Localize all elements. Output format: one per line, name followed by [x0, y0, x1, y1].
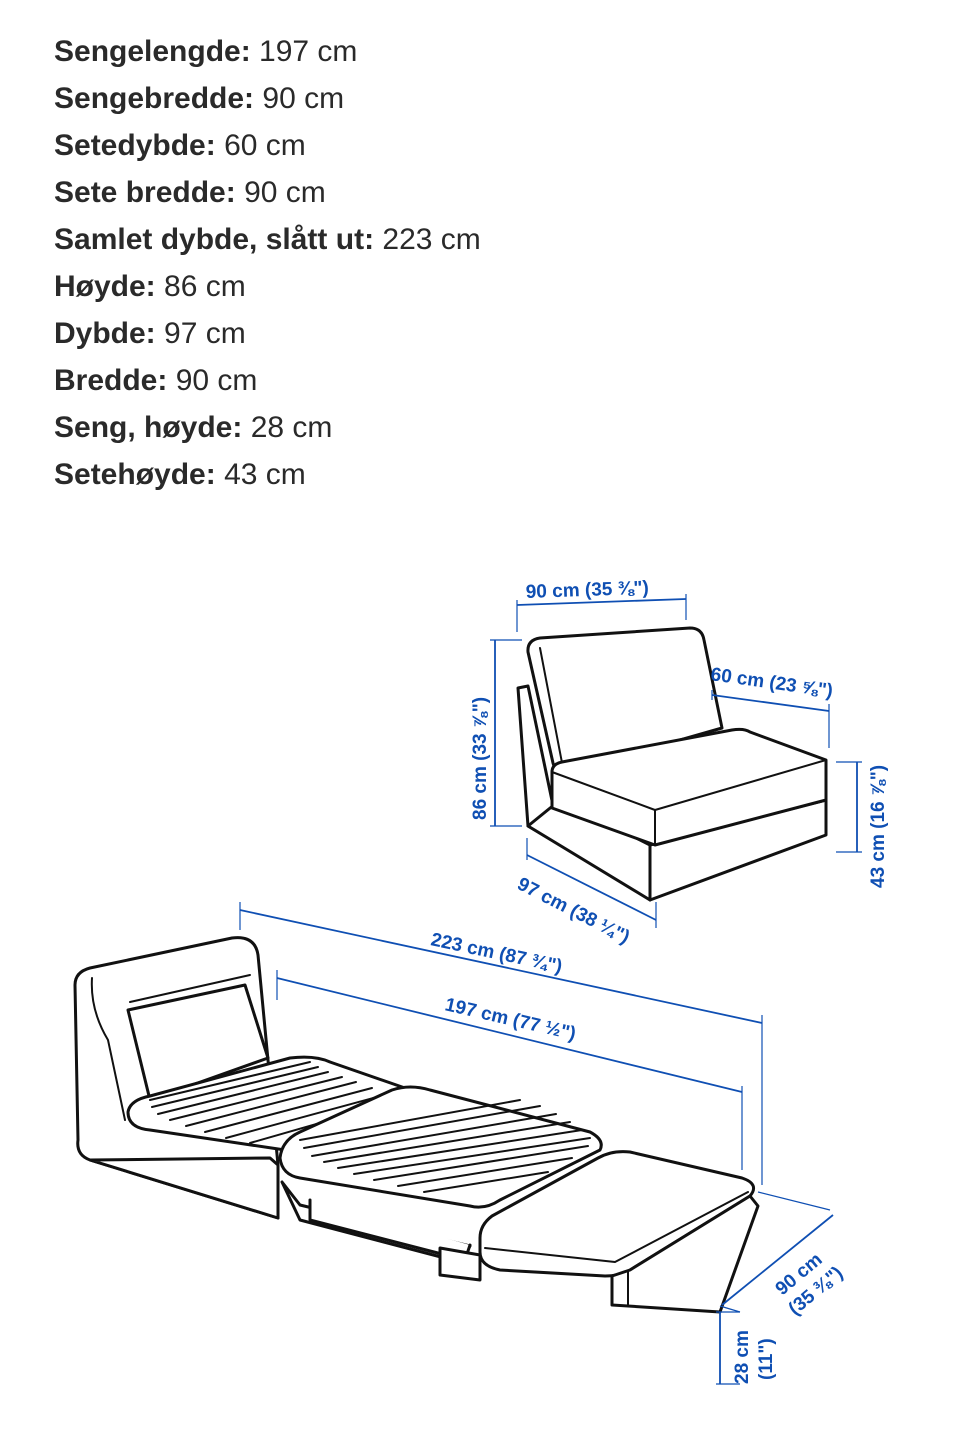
dim-chair-depth: 97 cm (38 ¼") [514, 874, 633, 949]
dim-bed-total-depth: 223 cm (87 ¾") [429, 929, 564, 977]
dim-bed-height-cm: 28 cm [732, 1330, 753, 1384]
spec-value: 90 cm [244, 176, 326, 209]
spec-label: Seng, høyde: [54, 411, 243, 444]
spec-value: 197 cm [259, 35, 358, 68]
spec-depth: Dybde: 97 cm [54, 312, 481, 359]
spec-bed-width: Sengebredde: 90 cm [54, 77, 481, 124]
spec-value: 43 cm [224, 458, 306, 491]
spec-height: Høyde: 86 cm [54, 265, 481, 312]
spec-label: Sengebredde: [54, 82, 255, 115]
spec-label: Sete bredde: [54, 176, 236, 209]
spec-label: Høyde: [54, 270, 156, 303]
spec-seat-depth: Setedybde: 60 cm [54, 124, 481, 171]
chair-illustration [516, 626, 828, 902]
spec-value: 28 cm [250, 411, 333, 444]
spec-label: Dybde: [54, 317, 156, 350]
spec-value: 90 cm [262, 82, 345, 115]
spec-value: 60 cm [224, 129, 306, 162]
spec-total-depth-unfolded: Samlet dybde, slått ut: 223 cm [54, 218, 481, 265]
product-specs: Sengelengde: 197 cm Sengebredde: 90 cm S… [54, 30, 481, 500]
spec-value: 86 cm [164, 270, 246, 303]
spec-value: 223 cm [382, 223, 481, 256]
spec-label: Bredde: [54, 364, 168, 397]
spec-label: Sengelengde: [54, 35, 251, 68]
dim-chair-width: 90 cm (35 ⅜") [525, 578, 649, 603]
spec-seat-height: Setehøyde: 43 cm [54, 453, 481, 500]
dim-chair-height: 86 cm (33 ⅞") [470, 697, 491, 820]
spec-seat-width: Sete bredde: 90 cm [54, 171, 481, 218]
spec-label: Setehøyde: [54, 458, 216, 491]
spec-width: Bredde: 90 cm [54, 359, 481, 406]
dim-chair-seat-height: 43 cm (16 ⅞") [868, 765, 889, 888]
spec-value: 97 cm [164, 317, 246, 350]
bed-illustration [73, 936, 760, 1314]
dim-bed-length: 197 cm (77 ½") [443, 994, 578, 1045]
spec-bed-height: Seng, høyde: 28 cm [54, 406, 481, 453]
spec-label: Samlet dybde, slått ut: [54, 223, 375, 256]
spec-bed-length: Sengelengde: 197 cm [54, 30, 481, 77]
dim-bed-height-in: (11") [756, 1338, 777, 1380]
spec-value: 90 cm [175, 364, 258, 397]
spec-label: Setedybde: [54, 129, 216, 162]
